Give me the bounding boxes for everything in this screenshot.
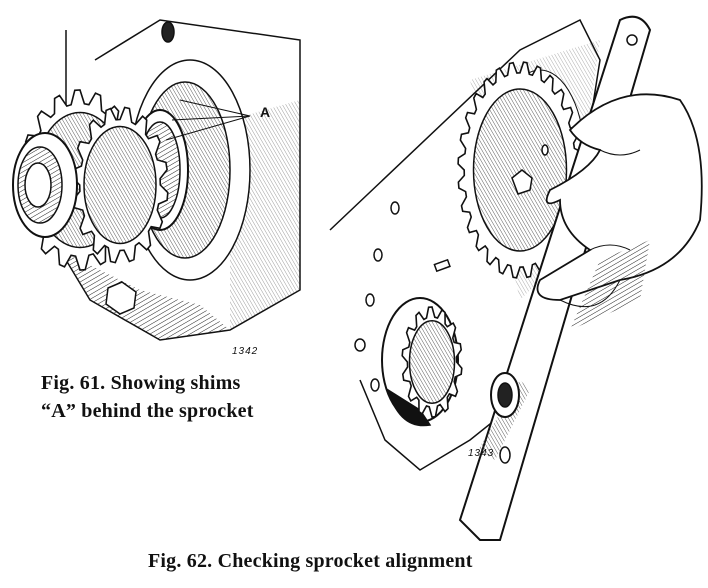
mounting-hole: [499, 446, 511, 464]
stud-hole: [161, 21, 175, 43]
boss-bore: [497, 382, 513, 408]
large-sprocket: [457, 61, 583, 279]
fig61-caption-line2: “A” behind the sprocket: [41, 400, 254, 422]
mounting-hole: [365, 293, 375, 307]
housing-shading: [60, 250, 230, 340]
straight-edge-hole: [626, 34, 638, 46]
mounting-hole: [373, 248, 383, 262]
sprocket-face: [472, 88, 568, 252]
callout-line-1: [179, 99, 251, 117]
callout-line-3: [165, 115, 251, 141]
fig61-illustration: [12, 19, 301, 341]
hand: [536, 93, 703, 301]
stud: [433, 258, 451, 273]
nut: [105, 281, 137, 315]
fig62-caption: Fig. 62. Checking sprocket alignment: [148, 550, 473, 572]
fig62-illustration: [329, 15, 703, 541]
mounting-hole: [390, 201, 400, 215]
callout-label-a: A: [260, 104, 271, 120]
mounting-holes: [354, 144, 549, 464]
mounting-hole: [354, 338, 366, 352]
small-sprocket: [401, 306, 463, 418]
sprocket-inner: [71, 106, 169, 264]
drawing-number-1343: 1343: [468, 448, 495, 459]
callout-line-2: [171, 115, 251, 121]
sprocket-face: [83, 125, 157, 245]
hand-shadow: [570, 240, 650, 330]
sprocket-face: [408, 320, 456, 404]
small-sprocket-shadow: [386, 388, 432, 427]
mounting-hole: [541, 144, 549, 156]
nut: [511, 169, 533, 195]
fig61-caption-line1: Fig. 61. Showing shims: [41, 372, 241, 394]
drawing-number-1342: 1342: [232, 346, 259, 357]
hub-bore: [24, 162, 52, 208]
mounting-hole: [370, 378, 380, 392]
